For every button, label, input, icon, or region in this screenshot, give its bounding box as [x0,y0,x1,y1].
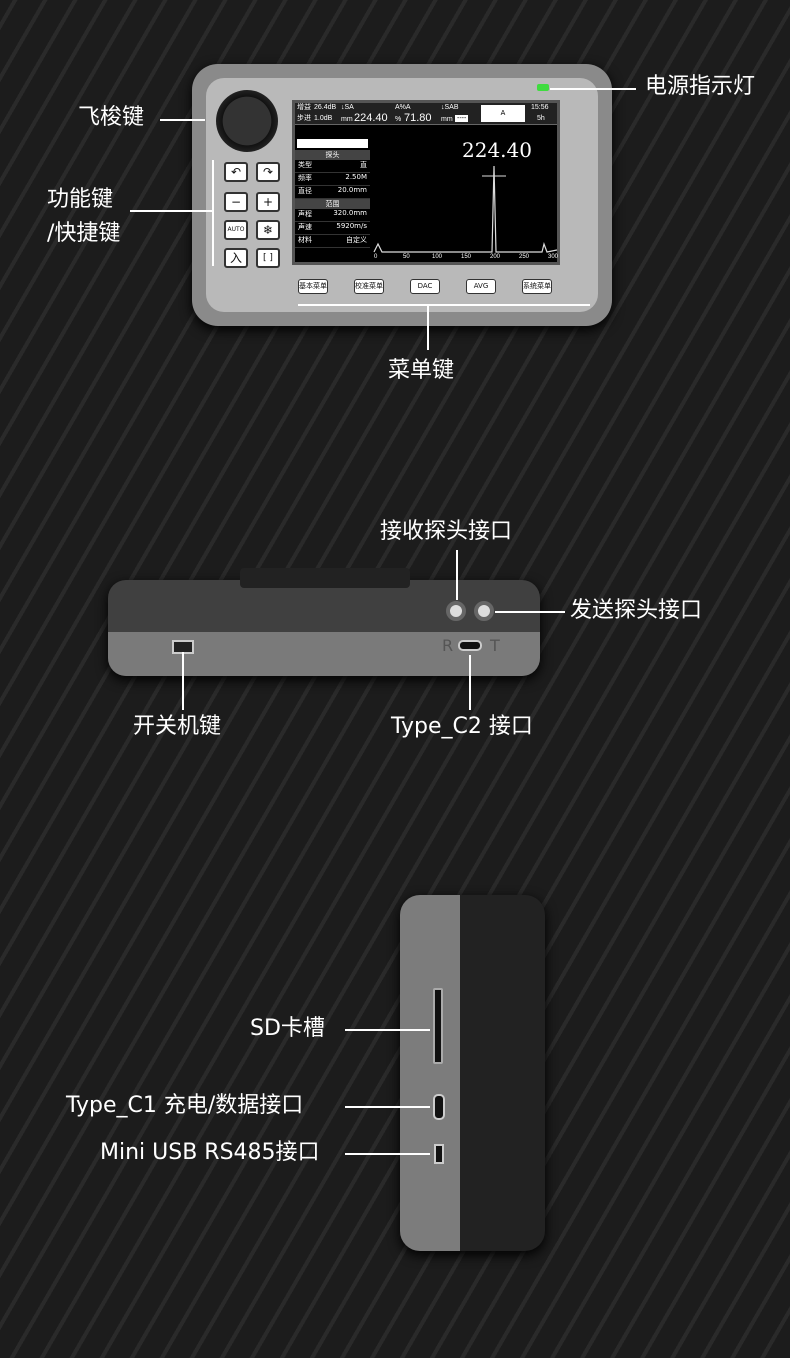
x-tick-label: 0 [374,254,378,260]
param-row[interactable]: 材料 自定义 [295,235,370,248]
x-tick-label: 50 [403,254,410,260]
label-menu-keys: 菜单键 [388,358,455,383]
x-tick-label: 250 [519,254,530,260]
x-tick-label: 150 [461,254,472,260]
param-key: 声程 [298,210,312,218]
minus-key[interactable]: − [224,192,248,212]
menu-key[interactable]: 校准菜单 [354,279,384,294]
jog-knob[interactable] [216,90,278,152]
waveform-area: 224.40 0 50 100 150 200 250 300 [372,126,559,262]
param-key: 类型 [298,161,312,169]
menu-key[interactable]: 基本菜单 [298,279,328,294]
label-power-led: 电源指示灯 [645,74,756,99]
side-menu: 探头 类型 直频率 2.50M 直径 20.0mm 范围 声程 320.0mm 声速 5920… [295,126,370,262]
aa-value: 71.80 [404,112,432,124]
aa-label: A%A [395,104,411,111]
x-tick-label: 200 [490,254,501,260]
label-typec1: Type_C1 充电/数据接口 [66,1093,304,1118]
sab-unit: mm [441,116,453,123]
menu-key[interactable]: 系统菜单 [522,279,552,294]
freeze-key[interactable]: ❄ [256,220,280,240]
label-receive-port: 接收探头接口 [380,519,513,544]
label-sd-slot: SD卡槽 [250,1016,325,1041]
param-value: 320.0mm [333,209,367,217]
probe-header[interactable]: 探头 [295,150,370,160]
typec1-port[interactable] [433,1094,445,1120]
x-tick-label: 100 [432,254,443,260]
param-row[interactable]: 直径 20.0mm [295,186,370,199]
param-key: 声速 [298,223,312,231]
sab-value: ---- [455,115,469,122]
label-jog-key: 飞梭键 [78,105,145,130]
sd-card-slot[interactable] [433,988,443,1064]
clock: 15:56 [531,104,549,111]
redo-key[interactable]: ↷ [256,162,280,182]
port-letter-t: T [490,636,500,655]
menu-key[interactable]: DAC [410,279,440,294]
sab-label: ↓SAB [441,104,459,111]
gain-value: 26.4dB [314,104,337,111]
param-value: 直 [360,161,367,169]
label-typec2: Type_C2 接口 [391,714,533,739]
param-row[interactable]: 频率 2.50M [295,173,370,186]
port-letter-r: R [442,636,454,655]
param-key: 直径 [298,187,312,195]
sa-label: ↓SA [341,104,354,111]
top-clips [240,568,410,588]
aa-unit: % [395,116,402,123]
param-key: 频率 [298,174,312,182]
send-probe-port[interactable] [474,601,494,621]
undo-key[interactable]: ↶ [224,162,248,182]
device-top-view [108,580,540,676]
auto-key[interactable]: AUTO [224,220,248,240]
power-led [537,84,549,91]
param-value: 自定义 [346,236,367,244]
screen: 增益 26.4dB 步进 1.0dB ↓SA mm 224.40 A%A % 7… [292,100,560,265]
x-tick-label: 300 [548,254,559,260]
gain-label: 增益 [297,104,311,111]
menu-key[interactable]: AVG [466,279,496,294]
label-function-key: 功能键 [47,187,114,212]
param-value: 2.50M [345,173,367,181]
step-label: 步进 [297,115,311,122]
param-row[interactable]: 类型 直 [295,160,370,173]
battery: 5h [537,115,545,122]
mini-usb-port[interactable] [434,1144,444,1164]
param-key: 材料 [298,236,312,244]
fullscreen-key[interactable]: [ ] [256,248,280,268]
param-value: 20.0mm [337,186,367,194]
label-shortcut-key: /快捷键 [47,221,121,246]
plus-key[interactable]: + [256,192,280,212]
gate-indicator: A [481,105,525,122]
sa-value: 224.40 [354,112,388,124]
param-value: 5920m/s [336,222,367,230]
typec2-port[interactable] [458,640,482,651]
label-send-port: 发送探头接口 [570,598,703,623]
param-row[interactable]: 声程 320.0mm [295,209,370,222]
param-row[interactable]: 声速 5920m/s [295,222,370,235]
step-value: 1.0dB [314,115,333,122]
peak-value: 224.40 [462,138,532,162]
gate-key[interactable]: 入 [224,248,248,268]
sa-unit: mm [341,116,353,123]
status-bar: 增益 26.4dB 步进 1.0dB ↓SA mm 224.40 A%A % 7… [295,103,557,125]
label-power-key: 开关机键 [133,714,222,739]
receive-probe-port[interactable] [446,601,466,621]
label-mini-usb: Mini USB RS485接口 [100,1140,320,1165]
a-scan-waveform [373,165,558,253]
range-header[interactable]: 范围 [295,199,370,209]
device-side-view [400,895,545,1251]
